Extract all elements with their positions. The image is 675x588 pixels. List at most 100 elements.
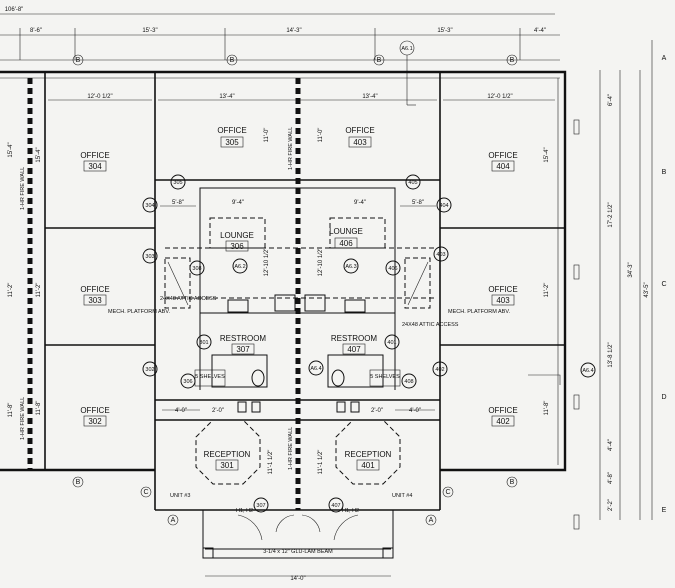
- row-grid-labels: A B C D E 6'-4" 17'-2 1/2" 13'-8 1/2" 4'…: [599, 40, 667, 520]
- room-office-303-number: 303: [88, 296, 102, 305]
- room-office-304-name: OFFICE: [80, 151, 109, 160]
- room-office-302-number: 302: [88, 417, 102, 426]
- grid-marker-c-right: C: [445, 489, 450, 496]
- entry-porch: 3-1/4 x 12" GLU-LAM BEAM 14'-0" A A C C …: [72, 476, 518, 582]
- dim-right-inner-1: 15'-4": [544, 147, 550, 162]
- dim-room-w-3: 13'-4": [362, 94, 377, 100]
- dim-top-2: 15'-3": [142, 28, 157, 34]
- room-reception-301-number: 301: [220, 461, 234, 470]
- room-lounge-406-name: LOUNGE: [329, 227, 363, 236]
- dim-top-5: 4'-4": [534, 28, 546, 34]
- door-tag-307: 307: [256, 503, 265, 509]
- grid-marker-b2: B: [230, 57, 235, 64]
- dim-right-inner-3: 11'-8": [544, 401, 550, 416]
- dim-small-6: 2'-0": [212, 408, 224, 414]
- dim-right-5: 4'-8": [608, 472, 614, 484]
- unit-3-label: UNIT #3: [170, 493, 190, 499]
- fire-wall-label-2: 1-HR FIRE WALL: [20, 397, 26, 440]
- door-tag-301: 301: [199, 340, 208, 346]
- room-lounge-406-number: 406: [339, 239, 353, 248]
- door-tag-305: 305: [173, 180, 182, 186]
- section-tag-right: A6.4: [582, 368, 593, 374]
- dim-room-w-1: 12'-0 1/2": [87, 94, 112, 100]
- dim-small-4: 5'-8": [412, 200, 424, 206]
- dim-room-w-2: 13'-4": [219, 94, 234, 100]
- room-office-404-number: 404: [496, 162, 510, 171]
- grid-marker-a-left: A: [171, 517, 176, 524]
- room-restroom-407-number: 407: [347, 345, 361, 354]
- room-office-403-number: 403: [496, 296, 510, 305]
- note-attic-right: 24X48 ATTIC ACCESS: [402, 322, 459, 328]
- grid-row-d: D: [661, 394, 666, 401]
- dim-corr-3: 12'-10 1/2": [264, 248, 270, 277]
- room-office-402-name: OFFICE: [488, 406, 517, 415]
- door-tag-402: 402: [435, 367, 444, 373]
- door-tag-308: 308: [192, 266, 201, 272]
- dim-small-8: 4'-0": [409, 408, 421, 414]
- grid-marker-b-bottom-right: B: [510, 479, 515, 486]
- door-tag-406: 406: [388, 266, 397, 272]
- grid-row-e: E: [662, 507, 667, 514]
- top-dimensions: 106'-8" 8'-6" 15'-3" 14'-3" 15'-3" 4'-4"…: [0, 7, 560, 106]
- room-office-305-name: OFFICE: [217, 126, 246, 135]
- dim-top-1: 8'-6": [30, 28, 42, 34]
- shelves-left-label: 5 SHELVES: [195, 374, 225, 380]
- room-reception-301-name: RECEPTION: [204, 450, 251, 459]
- dim-left-inner-2: 11'-2": [36, 283, 42, 298]
- room-reception-401-name: RECEPTION: [345, 450, 392, 459]
- door-tag-306: 306: [183, 379, 192, 385]
- dim-corr-2: 11'-0": [318, 128, 324, 143]
- dim-right-4: 4'-4": [608, 439, 614, 451]
- room-restroom-307-name: RESTROOM: [220, 334, 267, 343]
- room-office-403-name: OFFICE: [488, 285, 517, 294]
- room-restroom-307-number: 307: [236, 345, 250, 354]
- room-reception-401-number: 401: [361, 461, 375, 470]
- grid-row-b: B: [662, 169, 667, 176]
- dim-left-inner-3: 11'-8": [36, 401, 42, 416]
- grid-marker-b1: B: [76, 57, 81, 64]
- dim-small-2: 9'-4": [232, 200, 244, 206]
- dim-corr-4: 12'-10 1/2": [318, 248, 324, 277]
- dim-left-inner-1: 15'-4": [36, 147, 42, 162]
- room-office-302-name: OFFICE: [80, 406, 109, 415]
- beam-label: 3-1/4 x 12" GLU-LAM BEAM: [263, 549, 333, 555]
- grid-marker-c-left: C: [143, 489, 148, 496]
- note-attic-left: 24X48 ATTIC ACCESS: [160, 296, 217, 302]
- grid-marker-a-right: A: [429, 517, 434, 524]
- restroom-fixtures: 5 SHELVES 5 SHELVES: [194, 354, 401, 413]
- note-mech-right: MECH. PLATFORM ABV.: [448, 309, 511, 315]
- grid-marker-b4: B: [510, 57, 515, 64]
- dim-small-5: 4'-0": [175, 408, 187, 414]
- room-office-304-number: 304: [88, 162, 102, 171]
- exterior-walls: [0, 70, 580, 530]
- room-labels: OFFICE 304 OFFICE 303 OFFICE 302 OFFICE …: [80, 126, 518, 471]
- door-tags: 305 304 303 308 301 302 306 405 404 403 …: [142, 174, 452, 513]
- section-tag-restroom: A6.4: [310, 366, 321, 372]
- section-tag-top: A6.1: [401, 46, 412, 52]
- hardware-left-label: H1, H2: [236, 508, 253, 514]
- section-tag-lounge-right: A6.3: [345, 264, 356, 270]
- dim-right-3: 13'-8 1/2": [608, 342, 614, 367]
- dim-right-6: 2'-2": [608, 499, 614, 511]
- room-office-404-name: OFFICE: [488, 151, 517, 160]
- dim-small-1: 5'-8": [172, 200, 184, 206]
- hardware-right-label: H1, H2: [342, 508, 359, 514]
- dim-corr-1: 11'-0": [264, 128, 270, 143]
- door-tag-401: 401: [387, 340, 396, 346]
- dim-left-2: 11'-2": [8, 283, 14, 298]
- door-tag-302: 302: [145, 367, 154, 373]
- door-tag-303: 303: [145, 254, 154, 260]
- dim-right-inner-2: 11'-2": [544, 283, 550, 298]
- dim-top-4: 15'-3": [437, 28, 452, 34]
- room-office-305-number: 305: [225, 138, 239, 147]
- grid-row-a: A: [662, 55, 667, 62]
- fire-wall-label-1: 1-HR FIRE WALL: [20, 167, 26, 210]
- room-office-403-upper-number: 403: [353, 138, 367, 147]
- dim-right-overall-2: 43'-5": [644, 282, 650, 297]
- interior-walls: [44, 72, 565, 511]
- door-tag-408: 408: [404, 379, 413, 385]
- dim-left-1: 15'-4": [8, 142, 14, 157]
- room-lounge-306-number: 306: [230, 242, 244, 251]
- room-office-403-upper-name: OFFICE: [345, 126, 374, 135]
- grid-row-c: C: [661, 281, 666, 288]
